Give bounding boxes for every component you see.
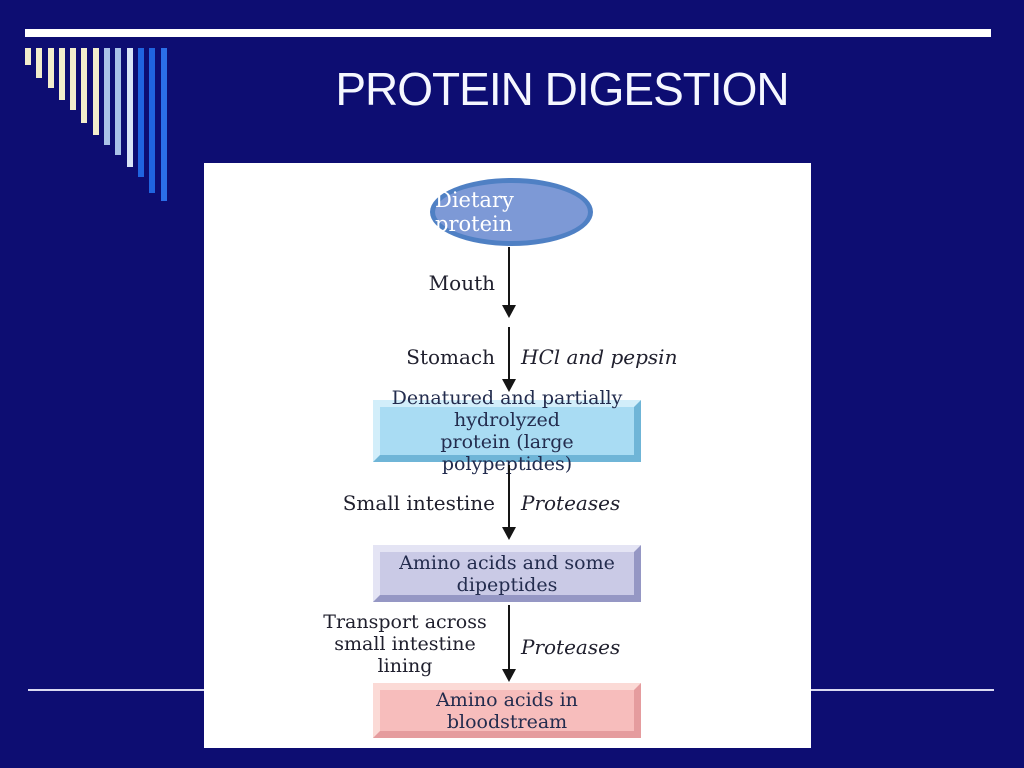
arrow-1-head-icon (502, 305, 516, 318)
diagram-panel: Dietary protein Mouth Stomach HCl and pe… (204, 163, 811, 748)
box-amino-acids-bloodstream: Amino acids in bloodstream (373, 683, 641, 738)
arrow-2-shaft (508, 327, 510, 380)
box-amino-acids-dipeptides: Amino acids and some dipeptides (373, 545, 641, 602)
site-label-transport-line1: Transport across (323, 611, 487, 633)
site-label-small-intestine: Small intestine (342, 491, 495, 515)
arrow-1-shaft (508, 247, 510, 306)
arrow-3-shaft (508, 465, 510, 528)
site-label-transport-line2: small intestine (334, 633, 476, 655)
box-denatured-protein-line2: protein (large polypeptides) (440, 431, 574, 475)
stripe (81, 48, 88, 123)
stripe (92, 48, 99, 135)
arrow-4-head-icon (502, 669, 516, 682)
stripe (126, 48, 133, 167)
box-denatured-protein-line1: Denatured and partially hydrolyzed (391, 387, 623, 431)
stripe (137, 48, 144, 177)
stripe (25, 48, 31, 65)
stripe (149, 48, 156, 193)
site-label-stomach: Stomach (406, 345, 495, 369)
stripe (70, 48, 77, 110)
enzyme-label-hcl-pepsin: HCl and pepsin (521, 345, 678, 369)
site-label-mouth: Mouth (428, 271, 495, 295)
arrow-3-head-icon (502, 527, 516, 540)
stripe-decoration (25, 48, 167, 201)
enzyme-label-proteases-2: Proteases (521, 635, 621, 659)
stripe (58, 48, 65, 100)
box-amino-acids-dipeptides-label: Amino acids and some dipeptides (399, 551, 615, 596)
site-label-transport: Transport across small intestine lining (315, 611, 495, 677)
page-title: PROTEIN DIGESTION (335, 63, 789, 115)
box-amino-acids-bloodstream-label: Amino acids in bloodstream (436, 688, 578, 733)
site-label-transport-line3: lining (377, 655, 433, 677)
top-accent-bar (25, 29, 991, 37)
enzyme-label-proteases-1: Proteases (521, 491, 621, 515)
arrow-2-head-icon (502, 379, 516, 392)
box-denatured-protein: Denatured and partially hydrolyzed prote… (373, 387, 641, 475)
node-dietary-protein: Dietary protein (430, 178, 593, 246)
stripe (104, 48, 111, 145)
stripe (36, 48, 43, 78)
stripe (115, 48, 122, 155)
arrow-4-shaft (508, 605, 510, 670)
node-dietary-protein-label: Dietary protein (435, 188, 514, 236)
stripe (47, 48, 54, 88)
stripe (160, 48, 167, 201)
